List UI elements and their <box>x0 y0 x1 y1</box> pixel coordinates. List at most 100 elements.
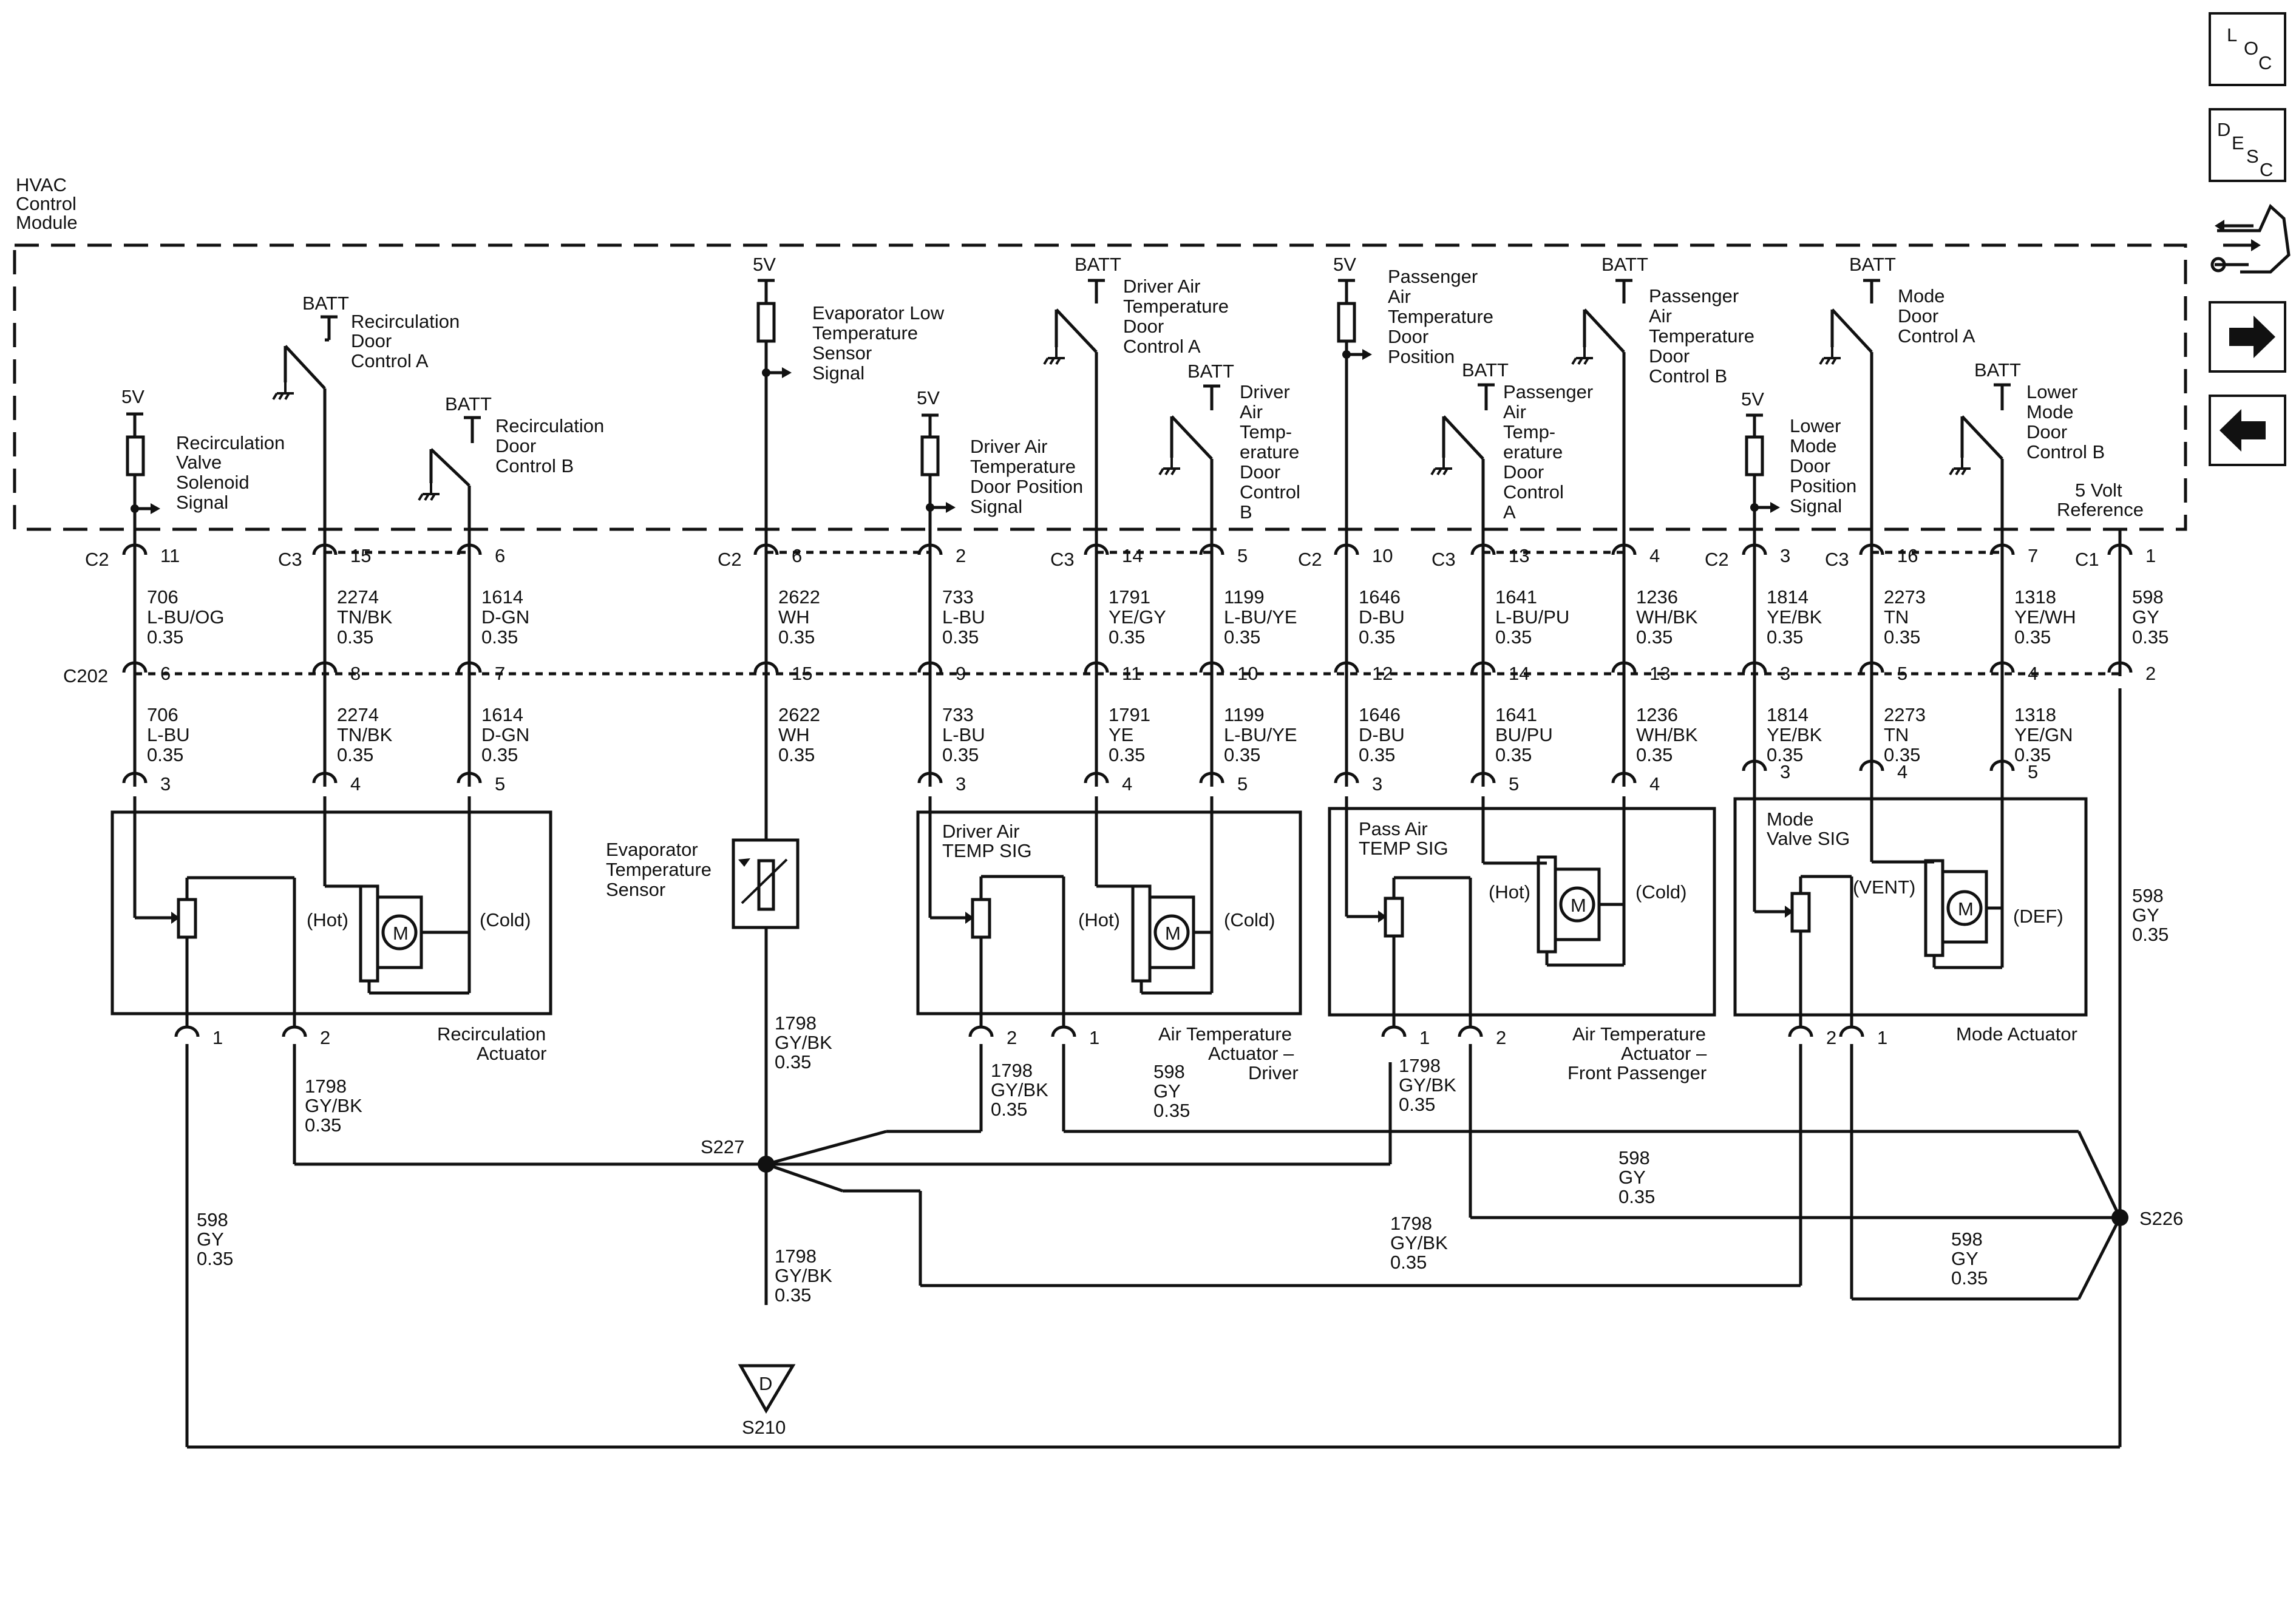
module-title-line2: Control <box>16 193 76 214</box>
c202-pin: 12 <box>1334 661 1393 684</box>
component-pin: 5 <box>1470 771 1519 795</box>
upper-wire-label: D-GN <box>481 606 529 628</box>
recirc-actuator-box <box>110 810 552 1015</box>
component-pin: 5 <box>1989 759 2038 782</box>
lower-wire-label: 1199 <box>1224 704 1265 725</box>
connector-c2-label: C2 <box>85 549 109 570</box>
upper-wire-label: 1791 <box>1109 586 1150 608</box>
component-pin: 3 <box>917 771 966 795</box>
supply-5v-label: 5V <box>121 386 144 407</box>
c202-pin: 10 <box>1199 661 1258 684</box>
upper-wire-label: 0.35 <box>942 626 979 648</box>
upper-wire-label: YE/GY <box>1109 606 1166 628</box>
splice-s227 <box>758 1156 775 1173</box>
next-arrow-button[interactable] <box>2209 301 2286 373</box>
lower-wire-label: 0.35 <box>337 744 373 765</box>
upper-wire-label: L-BU <box>942 606 985 628</box>
previous-arrow-button[interactable] <box>2209 395 2286 466</box>
evap-sensor-name-3: Sensor <box>606 879 665 900</box>
c202-pin: 4 <box>1989 661 2038 684</box>
label-driver-a-2: Temperature <box>1123 296 1229 317</box>
circuit-mode-control-b: BATT Lower Mode Door Control B <box>1949 359 2105 558</box>
actuator-bottom-pin: 1 <box>174 1025 223 1048</box>
upper-wire-label: YE/BK <box>1767 606 1822 628</box>
batt-label: BATT <box>302 293 349 314</box>
desc-button[interactable]: D E S C <box>2209 108 2286 182</box>
connector-c1-label: C1 <box>2075 549 2099 570</box>
connector-c202-label: C202 <box>63 665 108 686</box>
label-recirc-b-3: Control B <box>495 455 574 476</box>
lower-wire-label: 0.35 <box>1884 744 1920 765</box>
label-5v-ref-1: 5 Volt <box>2075 480 2122 501</box>
driver-sig-2: TEMP SIG <box>942 840 1032 861</box>
evap-sensor-name-1: Evaporator <box>606 839 698 860</box>
wire-number: 1798 <box>775 1246 817 1267</box>
c202-pin: 11 <box>1084 661 1141 684</box>
actuator-bottom-pin-number: 1 <box>1877 1027 1887 1048</box>
component-pin: 3 <box>122 771 171 795</box>
top-pin: 6 <box>753 543 802 566</box>
left-arrow-icon <box>2220 409 2266 452</box>
component-pin-number: 4 <box>350 773 361 795</box>
upper-wire-label: WH <box>778 606 810 628</box>
component-pin: 4 <box>312 771 361 795</box>
lower-wire-label: L-BU <box>147 724 190 745</box>
wire-number: 598 <box>2132 885 2164 906</box>
c202-pin-number: 14 <box>1509 663 1529 684</box>
wire-labels: 706L-BU/OG0.352274TN/BK0.351614D-GN0.352… <box>147 586 2169 765</box>
top-pin: 5 <box>1199 543 1248 566</box>
wire-gauge: 0.35 <box>2132 924 2169 945</box>
top-pin: 1 <box>2107 543 2156 566</box>
lower-wire-label: 0.35 <box>1109 744 1145 765</box>
actuator-bottom-pin-number: 2 <box>1826 1027 1836 1048</box>
label-driver-pos-4: Signal <box>970 496 1022 517</box>
component-pin: 3 <box>1334 771 1382 795</box>
top-pin-number: 2 <box>956 545 966 566</box>
reference-trunk: 598 GY 0.35 <box>2118 688 2169 1447</box>
upper-wire-label: D-BU <box>1359 606 1405 628</box>
label-pass-pos-3: Temperature <box>1388 306 1493 327</box>
wire-color: GY/BK <box>1399 1074 1456 1096</box>
upper-wire-label: 1614 <box>481 586 523 608</box>
splice-s227-label: S227 <box>701 1136 744 1158</box>
splice-s226 <box>2111 1209 2128 1226</box>
connector-tool-icon[interactable] <box>2210 203 2291 274</box>
driver-actuator-name-2: Actuator – <box>1208 1043 1294 1064</box>
c202-pin: 2 <box>2107 661 2156 684</box>
wire-gauge: 0.35 <box>1390 1252 1427 1273</box>
wire-color: GY/BK <box>1390 1232 1448 1253</box>
connector-c2-label: C2 <box>1705 549 1729 570</box>
c202-pin-number: 4 <box>2028 663 2038 684</box>
component-pin-number: 4 <box>1649 773 1660 795</box>
pass-cold-label: (Cold) <box>1635 881 1686 903</box>
wire-color: GY/BK <box>305 1095 362 1116</box>
label-recirc-valve-4: Signal <box>176 492 228 513</box>
supply-5v-label: 5V <box>1741 388 1764 410</box>
lower-wire-label: D-BU <box>1359 724 1405 745</box>
circuit-mode-control-a: BATT Mode Door Control A <box>1819 254 1975 558</box>
label-recirc-a-2: Door <box>351 330 392 351</box>
module-boundary <box>13 243 2187 531</box>
c202-pin-number: 6 <box>160 663 171 684</box>
lower-wire-label: 1646 <box>1359 704 1401 725</box>
loc-button[interactable]: L O C <box>2209 12 2286 86</box>
component-pin-number: 4 <box>1897 761 1907 782</box>
driver-actuator-name-1: Air Temperature <box>1158 1023 1292 1045</box>
wire-color: GY <box>1951 1248 1978 1269</box>
label-pass-a-7: A <box>1503 501 1516 523</box>
upper-wire-label: 706 <box>147 586 178 608</box>
label-pass-b-1: Passenger <box>1649 285 1739 307</box>
circuit-passenger-control-b: BATT Passenger Air Temperature Door Cont… <box>1571 254 1754 558</box>
label-evap-2: Temperature <box>812 322 918 344</box>
c202-pin-number: 8 <box>350 663 361 684</box>
label-pass-b-4: Door <box>1649 345 1690 367</box>
lower-wire-label: YE/GN <box>2014 724 2073 745</box>
c202-pin-number: 13 <box>1649 663 1670 684</box>
top-pin: 11 <box>122 543 180 566</box>
mode-sig-1: Mode <box>1767 808 1814 830</box>
lower-wire-label: 0.35 <box>481 744 518 765</box>
lower-wire-label: 0.35 <box>1636 744 1673 765</box>
driver-actuator-name-3: Driver <box>1248 1062 1299 1083</box>
component-pin: 5 <box>1199 771 1248 795</box>
